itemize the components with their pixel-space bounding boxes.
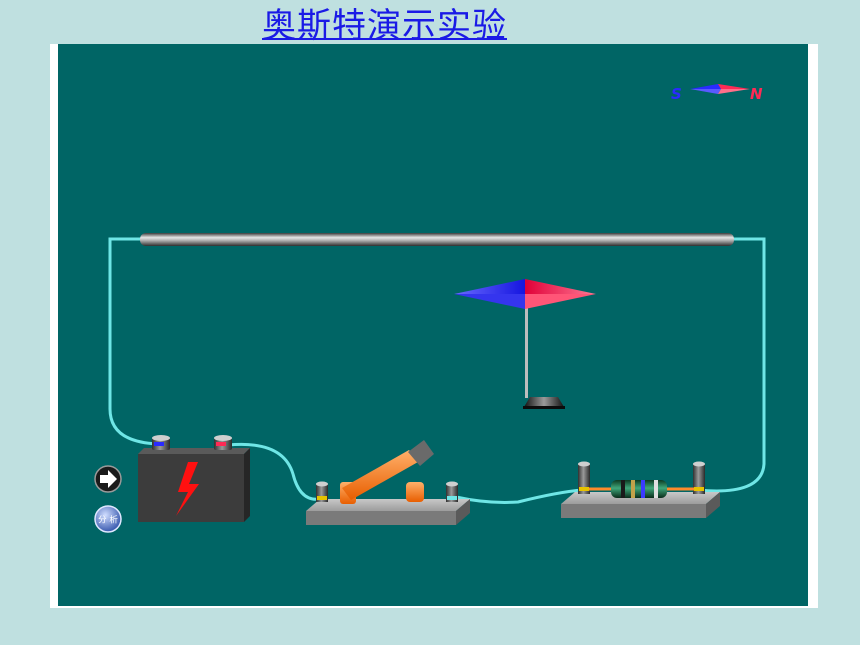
- switch-handle[interactable]: [408, 440, 434, 466]
- knife-switch[interactable]: [306, 440, 470, 525]
- compass-needle-north-bottom: [525, 294, 596, 309]
- circuit-wires: [108, 237, 766, 504]
- conductor-rod: [140, 233, 734, 246]
- compass-needle-south-bottom: [454, 294, 525, 309]
- compass-legend-blue-half-lower: [690, 89, 721, 94]
- stage-frame: S N: [50, 44, 818, 608]
- analysis-button[interactable]: 分 析: [94, 505, 122, 533]
- compass-legend-red-half: [718, 84, 750, 89]
- page-title: 奥斯特演示实验: [262, 6, 507, 46]
- wire-switch-to-resistor: [454, 488, 584, 504]
- compass-stand-pole: [525, 304, 528, 398]
- analysis-button-label: 分 析: [98, 515, 118, 526]
- lightning-bolt-icon: [176, 462, 199, 516]
- play-arrow-icon: [100, 470, 117, 488]
- compass-needle-south-top: [454, 279, 525, 294]
- compass-legend-red-half-lower: [718, 89, 750, 94]
- compass-legend-blue-half: [690, 84, 721, 89]
- switch-blade[interactable]: [342, 450, 418, 500]
- experiment-board: S N: [58, 44, 808, 606]
- play-button[interactable]: [94, 465, 122, 493]
- wire-left: [108, 237, 160, 446]
- compass-legend-north: N: [750, 85, 763, 103]
- compass-legend-south: S: [671, 85, 682, 103]
- compass-needle-icon: [454, 279, 596, 409]
- resistor: [561, 461, 720, 518]
- compass-needle-north-top: [525, 279, 596, 294]
- battery: [138, 435, 250, 522]
- compass-legend: S N: [671, 84, 763, 103]
- wire-battery-to-switch: [226, 442, 322, 501]
- wire-right: [696, 237, 766, 493]
- compass-stand-base: [524, 397, 564, 407]
